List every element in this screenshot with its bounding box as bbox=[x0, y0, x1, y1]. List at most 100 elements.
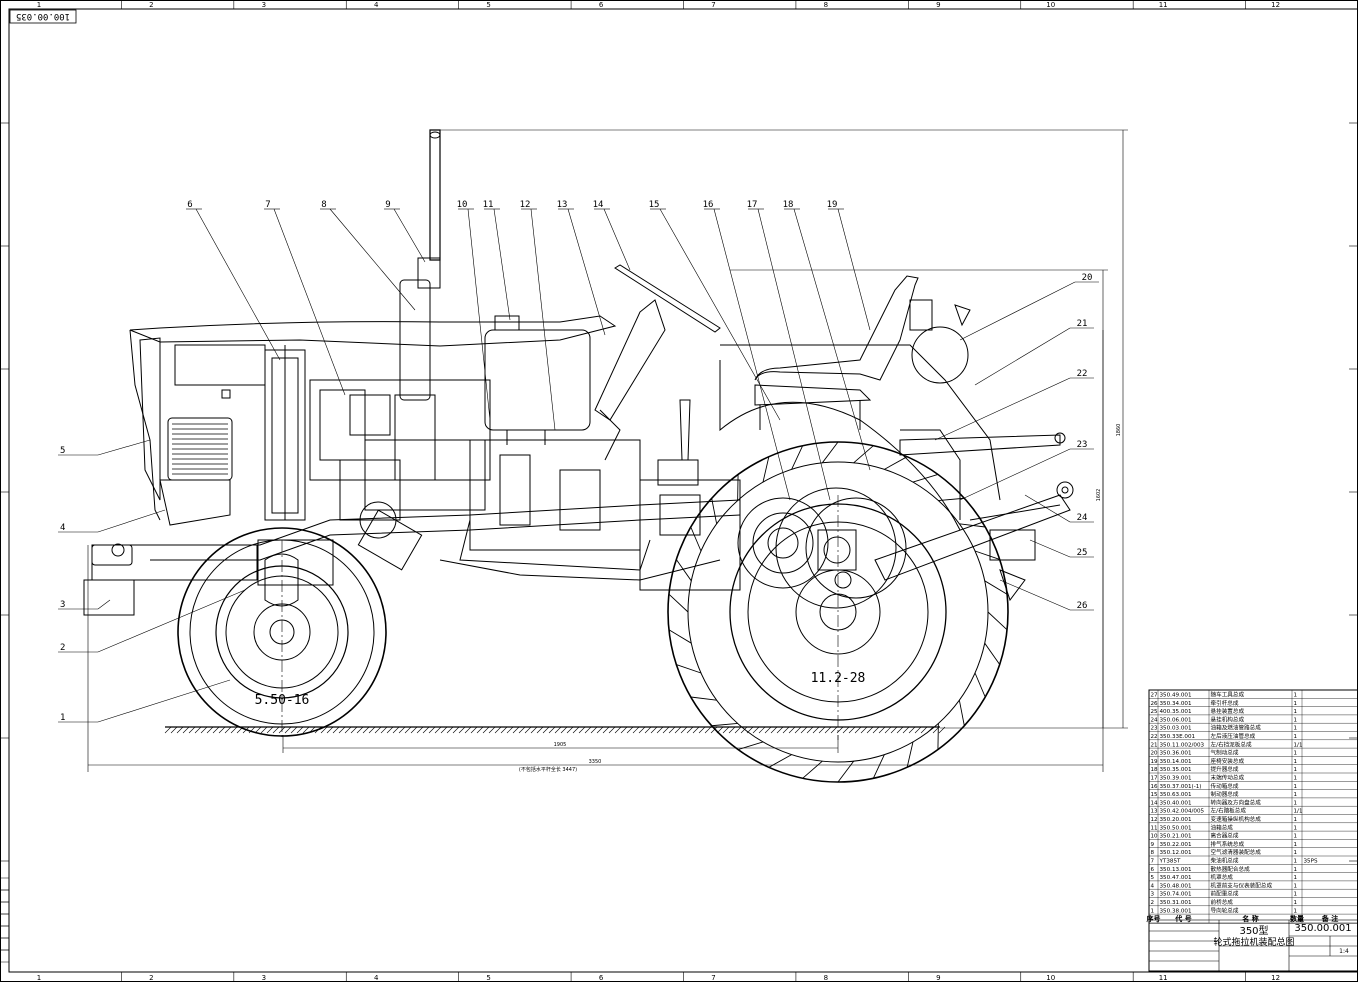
drawing-stamp: 100.00.035 bbox=[9, 9, 77, 24]
bom-cell: 350.21.001 bbox=[1160, 834, 1192, 840]
bom-cell: 1 bbox=[1294, 800, 1298, 806]
callout-1: 1 bbox=[60, 713, 65, 723]
callout-19: 19 bbox=[827, 200, 838, 210]
zone-label-bottom: 1 bbox=[37, 974, 41, 982]
bom-cell: 排气系统总成 bbox=[1211, 840, 1245, 848]
bom-cell: 油箱及燃油管路总成 bbox=[1211, 724, 1262, 732]
bom-cell: 油箱总成 bbox=[1211, 823, 1234, 831]
dim-wheelbase: 1905 bbox=[554, 742, 567, 748]
callout-12: 12 bbox=[520, 200, 531, 210]
callout-21: 21 bbox=[1077, 319, 1088, 329]
bom-cell: 27 bbox=[1151, 693, 1159, 699]
fuel-tank bbox=[484, 315, 591, 445]
bom-cell: 350.39.001 bbox=[1160, 776, 1192, 782]
callout-2: 2 bbox=[60, 643, 65, 653]
zone-label-top: 5 bbox=[486, 1, 490, 9]
bom-cell: 1 bbox=[1294, 734, 1298, 740]
bom-cell: 26 bbox=[1151, 701, 1159, 707]
callout-25: 25 bbox=[1077, 548, 1088, 558]
bom-cell: 11 bbox=[1151, 825, 1159, 831]
bom-cell: 1 bbox=[1294, 817, 1298, 823]
tyre-labels: 5.50-16 11.2-28 bbox=[255, 671, 866, 708]
bom-cell: 柴油机总成 bbox=[1211, 857, 1239, 865]
zone-label-bottom: 12 bbox=[1271, 974, 1280, 982]
callout-4: 4 bbox=[60, 523, 65, 533]
bom-cell: 前桥总成 bbox=[1211, 898, 1234, 906]
frame-rails bbox=[150, 499, 741, 581]
bom-cell: 座椅安装总成 bbox=[1211, 757, 1245, 765]
model-name: 350型 bbox=[1239, 924, 1268, 937]
callout-6: 6 bbox=[187, 200, 192, 210]
bom-cell: 12 bbox=[1151, 817, 1158, 823]
callout-8: 8 bbox=[321, 200, 326, 210]
bom-cell: 左后液压油管总成 bbox=[1211, 732, 1256, 740]
bom-cell: 350.36.001 bbox=[1160, 751, 1192, 757]
stamp-text: 100.00.035 bbox=[16, 11, 70, 21]
bom-cell: 1 bbox=[1294, 825, 1298, 831]
zone-label-top: 1 bbox=[37, 1, 41, 9]
drawing-scale: 1:4 bbox=[1339, 948, 1349, 955]
bom-cell: 导向轮总成 bbox=[1211, 906, 1239, 914]
bom-cell: YT385T bbox=[1159, 859, 1182, 865]
bom-cell: 散热器配合总成 bbox=[1211, 865, 1251, 873]
bom-cell: 4 bbox=[1151, 883, 1155, 889]
bom-cell: 350.47.001 bbox=[1160, 875, 1192, 881]
bom-cell: 随车工具总成 bbox=[1211, 691, 1245, 699]
callout-5: 5 bbox=[60, 446, 65, 456]
drawing-title: 轮式拖拉机装配总图 bbox=[1213, 936, 1294, 948]
drawing-number: 350.00.001 bbox=[1294, 923, 1351, 934]
bom-cell: 350.48.001 bbox=[1160, 883, 1192, 889]
bom-header-cell: 备 注 bbox=[1321, 914, 1338, 923]
bom-cell: 350.06.001 bbox=[1160, 717, 1192, 723]
callout-14: 14 bbox=[593, 200, 604, 210]
tractor-drawing bbox=[83, 129, 1074, 783]
bom-cell: 1 bbox=[1294, 892, 1298, 898]
zone-label-top: 12 bbox=[1271, 1, 1280, 9]
bom-cell: 350.31.001 bbox=[1160, 900, 1192, 906]
bom-cell: 制动器总成 bbox=[1211, 790, 1239, 798]
bom-cell: 350.34.001 bbox=[1160, 701, 1192, 707]
bom-cell: 转向器及方向盘总成 bbox=[1211, 798, 1262, 806]
zone-label-bottom: 6 bbox=[599, 974, 604, 982]
radiator bbox=[264, 345, 306, 521]
bom-cell: 传动箱总成 bbox=[1211, 782, 1239, 790]
bom-cell: 350.13.001 bbox=[1160, 867, 1192, 873]
bom-cell: 离合器总成 bbox=[1211, 832, 1239, 840]
zone-label-top: 6 bbox=[599, 1, 604, 9]
bom-cell: 14 bbox=[1151, 800, 1159, 806]
bom-cell: 350.50.001 bbox=[1160, 825, 1192, 831]
rear-wheel bbox=[667, 441, 1009, 783]
callout-22: 22 bbox=[1077, 369, 1088, 379]
front-wheel bbox=[177, 527, 387, 737]
bom-cell: 左/右踏板总成 bbox=[1211, 807, 1247, 815]
bom-cell: 1 bbox=[1294, 792, 1298, 798]
leader-lines bbox=[58, 208, 1099, 723]
bom-cell: 1 bbox=[1294, 701, 1298, 707]
bom-cell: 10 bbox=[1151, 834, 1159, 840]
bom-cell: 1 bbox=[1294, 867, 1298, 873]
bom-cell: 350.40.001 bbox=[1160, 800, 1192, 806]
bom-cell: 18 bbox=[1151, 767, 1159, 773]
bom-cell: 1 bbox=[1294, 900, 1298, 906]
dim-length: 3350 bbox=[589, 759, 602, 765]
callout-15: 15 bbox=[649, 200, 660, 210]
zone-label-top: 10 bbox=[1046, 1, 1055, 9]
bom-cell: 400.35.001 bbox=[1160, 709, 1192, 715]
bom-cell: 8 bbox=[1151, 850, 1155, 856]
bom-cell: 350.37.001(-1) bbox=[1160, 784, 1202, 790]
bom-header-cell: 数量 bbox=[1290, 914, 1304, 923]
bom-cell: 350.14.001 bbox=[1160, 759, 1192, 765]
bom-cell: 13 bbox=[1151, 809, 1159, 815]
bom-cell: 25 bbox=[1151, 709, 1159, 715]
bom-cell: 2 bbox=[1151, 900, 1155, 906]
bom-cell: 350.11.002/003 bbox=[1160, 742, 1205, 748]
bom-cell: 1 bbox=[1294, 717, 1298, 723]
bom-cell: 变速箱操纵机构总成 bbox=[1211, 815, 1262, 823]
bom-cell: 17 bbox=[1151, 776, 1159, 782]
zone-label-bottom: 11 bbox=[1159, 974, 1168, 982]
callout-13: 13 bbox=[557, 200, 568, 210]
